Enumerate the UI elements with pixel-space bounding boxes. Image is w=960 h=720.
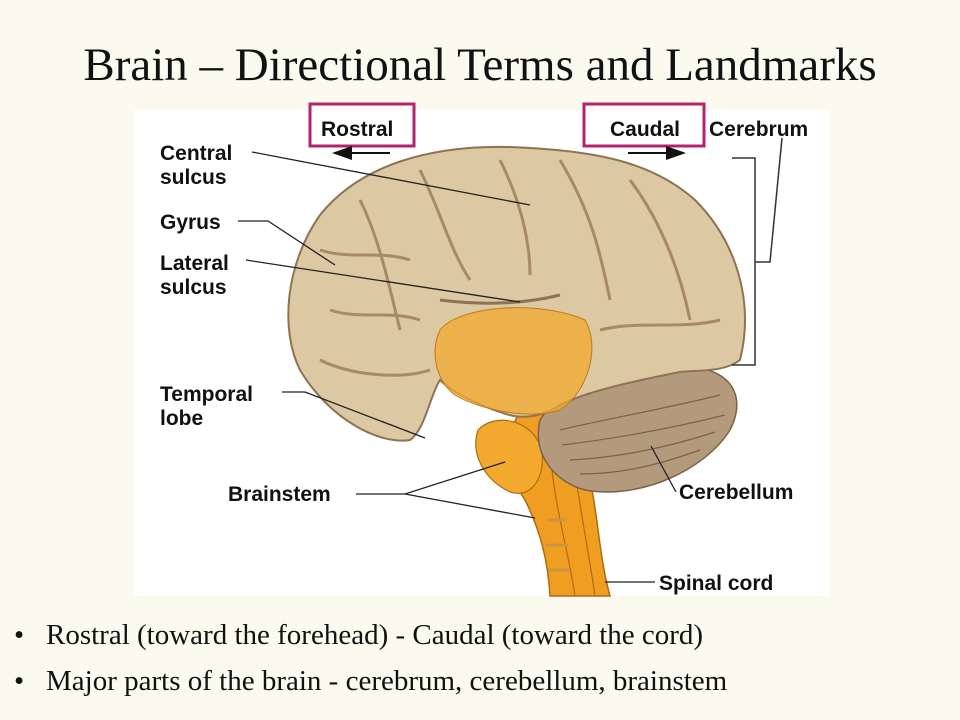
central-sulcus-label-line1: Central: [160, 142, 232, 165]
temporal-lobe-label-line2: lobe: [160, 407, 203, 430]
lateral-sulcus-label-line2: sulcus: [160, 276, 227, 299]
spinal-cord-label: Spinal cord: [659, 572, 773, 595]
cerebrum-label: Cerebrum: [709, 118, 808, 141]
midbrain-highlight: [434, 307, 593, 415]
cerebrum-shape: [287, 145, 746, 442]
bullet-text: Major parts of the brain - cerebrum, cer…: [46, 665, 728, 697]
brainstem-shape: [475, 399, 611, 597]
cerebellum-label: Cerebellum: [679, 481, 793, 504]
brainstem-leader-2: [404, 493, 536, 519]
cerebrum-bracket: [732, 137, 783, 366]
rostral-label: Rostral: [321, 118, 393, 141]
central-sulcus-leader: [251, 151, 531, 206]
bullet-list: • Rostral (toward the forehead) - Caudal …: [14, 612, 954, 704]
rostral-highlight-box: [308, 102, 416, 148]
page-title: Brain – Directional Terms and Landmarks: [83, 39, 877, 91]
caudal-label: Caudal: [610, 118, 680, 141]
gyrus-leader: [238, 220, 336, 266]
bullet-item: • Major parts of the brain - cerebrum, ce…: [14, 658, 954, 704]
caudal-arrow: [628, 146, 686, 160]
temporal-lobe-leader: [282, 391, 426, 439]
rostral-arrow: [332, 146, 390, 160]
bullet-item: • Rostral (toward the forehead) - Caudal …: [14, 612, 954, 658]
bullet-text: Rostral (toward the forehead) - Caudal (…: [46, 619, 704, 651]
lateral-sulcus-label-line1: Lateral: [160, 252, 229, 275]
bullet-marker: •: [14, 665, 25, 697]
brainstem-label: Brainstem: [228, 483, 331, 506]
bullet-marker: •: [14, 619, 25, 651]
temporal-lobe-label-line1: Temporal: [160, 383, 253, 406]
gyrus-label: Gyrus: [160, 211, 221, 234]
lateral-sulcus-leader: [245, 259, 521, 303]
caudal-highlight-box: [582, 102, 706, 148]
cerebellum-leader: [650, 445, 677, 493]
leader-lines: [238, 151, 677, 583]
central-sulcus-label-line2: sulcus: [160, 166, 227, 189]
